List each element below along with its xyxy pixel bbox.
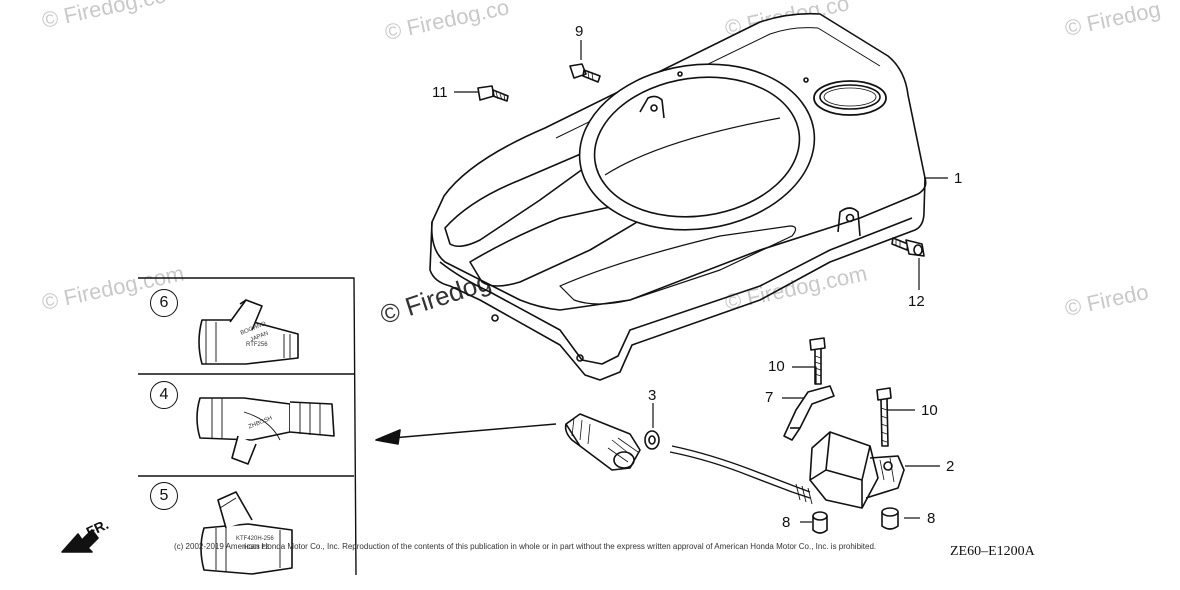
- callout-8-right: 8: [927, 510, 936, 527]
- copyright-notice: (c) 2002-2019 American Honda Motor Co., …: [174, 542, 877, 551]
- inset-frame: [138, 277, 357, 576]
- ignition-coil-2-shape: [669, 431, 905, 509]
- part-5-label-2: HG08 EZ: [244, 545, 270, 551]
- bolt-10b-shape: [876, 387, 892, 447]
- callout-1: 1: [954, 170, 963, 187]
- front-direction-arrow: [61, 529, 99, 553]
- callout-3: 3: [648, 387, 657, 404]
- inset-part-4-shape: [196, 397, 335, 465]
- spacer-8a-shape: [812, 511, 828, 534]
- part-6-rtf-label: RTF256: [246, 342, 268, 348]
- bolt-11-shape: [477, 85, 509, 102]
- callout-2: 2: [946, 458, 955, 475]
- drawing-code: ZE60–E1200A: [950, 544, 1035, 559]
- bolt-10a-shape: [809, 337, 826, 385]
- inset-part-5-shape: [200, 491, 293, 575]
- bolt-12-shape: [891, 237, 925, 257]
- inset-variant-5: 5: [150, 482, 178, 510]
- part-5-label-1: KTF420H-256: [236, 536, 274, 542]
- callout-12: 12: [908, 293, 925, 310]
- callout-7: 7: [765, 389, 774, 406]
- plug-assembly-shape: [564, 413, 641, 471]
- washer-3-shape: [644, 430, 660, 450]
- inset-variant-4: 4: [150, 381, 178, 409]
- bolt-9-shape: [569, 63, 601, 83]
- inset-variant-6: 6: [150, 289, 178, 317]
- spacer-8b-shape: [881, 507, 899, 530]
- inset-part-6-shape: [198, 299, 299, 365]
- inset-pointer-arrow: [375, 423, 557, 445]
- callout-11: 11: [432, 84, 448, 101]
- callout-8-left: 8: [782, 514, 791, 531]
- callout-9: 9: [575, 23, 584, 40]
- bracket-7-shape: [783, 385, 835, 441]
- fan-cover-shape: [429, 12, 927, 381]
- callout-10-top: 10: [768, 358, 785, 375]
- callout-10-right: 10: [921, 402, 938, 419]
